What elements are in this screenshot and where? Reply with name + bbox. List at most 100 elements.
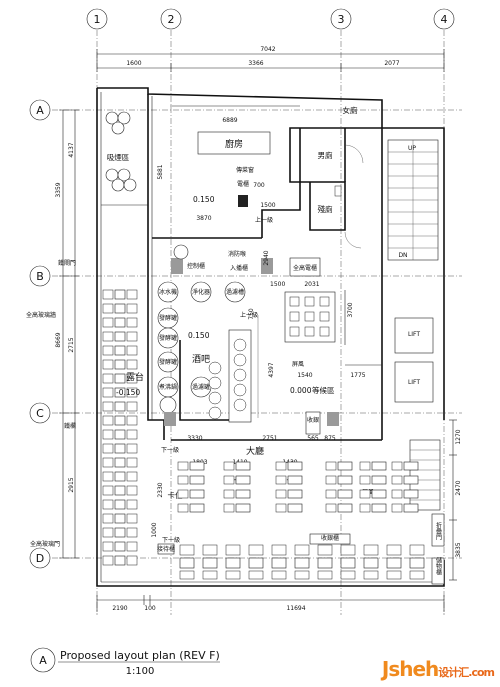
room-hall: 大廳 <box>246 445 264 457</box>
front-table <box>271 557 287 569</box>
hall-chair <box>325 475 337 485</box>
grid-bubble-4 <box>433 8 455 30</box>
label-cashier: 收銀 <box>307 416 319 424</box>
terrace-table <box>114 499 126 510</box>
hall-chair <box>391 503 403 513</box>
front-chair <box>363 570 379 580</box>
terrace-table <box>114 303 126 314</box>
label-glass-door: 全高玻璃門 <box>30 540 60 548</box>
hall-table <box>371 461 387 471</box>
front-chair <box>317 570 333 580</box>
label-storage: 儲物櫃 <box>435 556 442 576</box>
grid-label-1: 1 <box>94 13 101 26</box>
right-dimensions: 1270 2470 3835 <box>449 419 462 581</box>
front-table <box>248 557 264 569</box>
grid-label-a: A <box>36 104 44 117</box>
hall-chair <box>359 461 371 471</box>
dim-kitchen-depth: 5881 <box>157 164 164 179</box>
hall-table <box>189 475 205 485</box>
dim-left-b: 3359 <box>55 182 62 197</box>
hall-chair <box>177 489 189 499</box>
dim-4397: 4397 <box>268 362 275 377</box>
terrace-table <box>114 443 126 454</box>
terrace-chair <box>126 541 138 552</box>
grid-bubble-a <box>29 99 51 121</box>
front-chair <box>386 544 402 556</box>
hall-chair <box>325 489 337 499</box>
terrace-chair <box>126 457 138 468</box>
dim-top-1: 1600 <box>126 60 141 67</box>
dim-bottom-right: 11694 <box>286 605 305 612</box>
front-chair <box>271 570 287 580</box>
grid-bubble-1 <box>86 8 108 30</box>
dim-left-main: 8669 <box>55 332 62 347</box>
watermark-tagline: 设计汇 <box>438 666 469 679</box>
room-smoking: 吸煙區 <box>107 153 130 162</box>
grid-label-3: 3 <box>338 13 345 26</box>
dim-2940: 2940 <box>263 250 270 265</box>
hall-table <box>189 503 205 513</box>
front-chair <box>386 570 402 580</box>
terrace-table <box>114 429 126 440</box>
grid-bubble-3 <box>330 8 352 30</box>
front-chair <box>225 570 241 580</box>
hall-chair <box>391 461 403 471</box>
stair-treads <box>388 151 438 249</box>
dim-left-bc: 2715 <box>68 337 75 352</box>
hall-table <box>403 503 419 513</box>
hall-chair <box>275 503 287 513</box>
terrace-chair <box>126 443 138 454</box>
terrace-chair <box>102 415 114 426</box>
front-chair <box>202 544 218 556</box>
label-fold-door: 折疊門 <box>435 521 442 541</box>
kitchen: 廚房 6889 5881 3870 傳菜窗 電櫃 700 1500 0.150 … <box>152 105 382 239</box>
hall-chair <box>359 503 371 513</box>
dim-1000: 1000 <box>151 522 158 537</box>
dim-right-upper: 1270 <box>455 429 462 444</box>
level-waiting: 0.000 <box>290 386 312 395</box>
front-table <box>294 557 310 569</box>
watermark-domain: .com <box>468 666 495 679</box>
terrace-table <box>114 331 126 342</box>
label-dish-window: 傳菜窗 <box>236 166 254 174</box>
stair-core: UP DN LIFT LIFT <box>387 139 441 511</box>
hall-table <box>371 489 387 499</box>
grid-label-c: C <box>36 407 44 420</box>
dim-kitchen-700: 700 <box>253 182 265 189</box>
front-table <box>202 557 218 569</box>
hall-table <box>235 489 251 499</box>
terrace-table <box>114 471 126 482</box>
hall-chair <box>223 461 235 471</box>
terrace-chair <box>126 527 138 538</box>
hall-table <box>403 475 419 485</box>
terrace-table <box>114 457 126 468</box>
terrace-table <box>114 289 126 300</box>
room-bar: 酒吧 <box>192 354 210 365</box>
hall-chair <box>177 461 189 471</box>
front-tables <box>179 544 425 580</box>
dim-kitchen-inner: 3870 <box>196 215 211 222</box>
room-kitchen: 廚房 <box>225 138 243 150</box>
front-chair <box>294 570 310 580</box>
terrace-chair <box>102 457 114 468</box>
terrace-chair <box>102 443 114 454</box>
dim-kitchen-width: 6889 <box>222 117 237 124</box>
terrace-table <box>114 345 126 356</box>
grid-label-2: 2 <box>168 13 175 26</box>
terrace-chair <box>126 513 138 524</box>
brewery-equipment: 冰水機 淨化器 過濾槽 發酵罐 發酵罐 發酵罐 煮沸鍋 過濾罐 0.150 酒吧 <box>157 244 246 414</box>
terrace-seating <box>102 289 138 566</box>
hall-table <box>189 489 205 499</box>
hall-chair <box>359 475 371 485</box>
terrace-chair <box>102 401 114 412</box>
hall-tables <box>177 461 419 513</box>
dim-1500-b: 1500 <box>270 281 285 288</box>
hall-chair <box>177 475 189 485</box>
grid-bubble-b <box>29 265 51 287</box>
hall-table <box>403 489 419 499</box>
hall-table <box>235 503 251 513</box>
dim-left-a: 4137 <box>68 142 75 157</box>
room-male-wc: 男廁 <box>318 150 333 160</box>
front-table <box>225 557 241 569</box>
